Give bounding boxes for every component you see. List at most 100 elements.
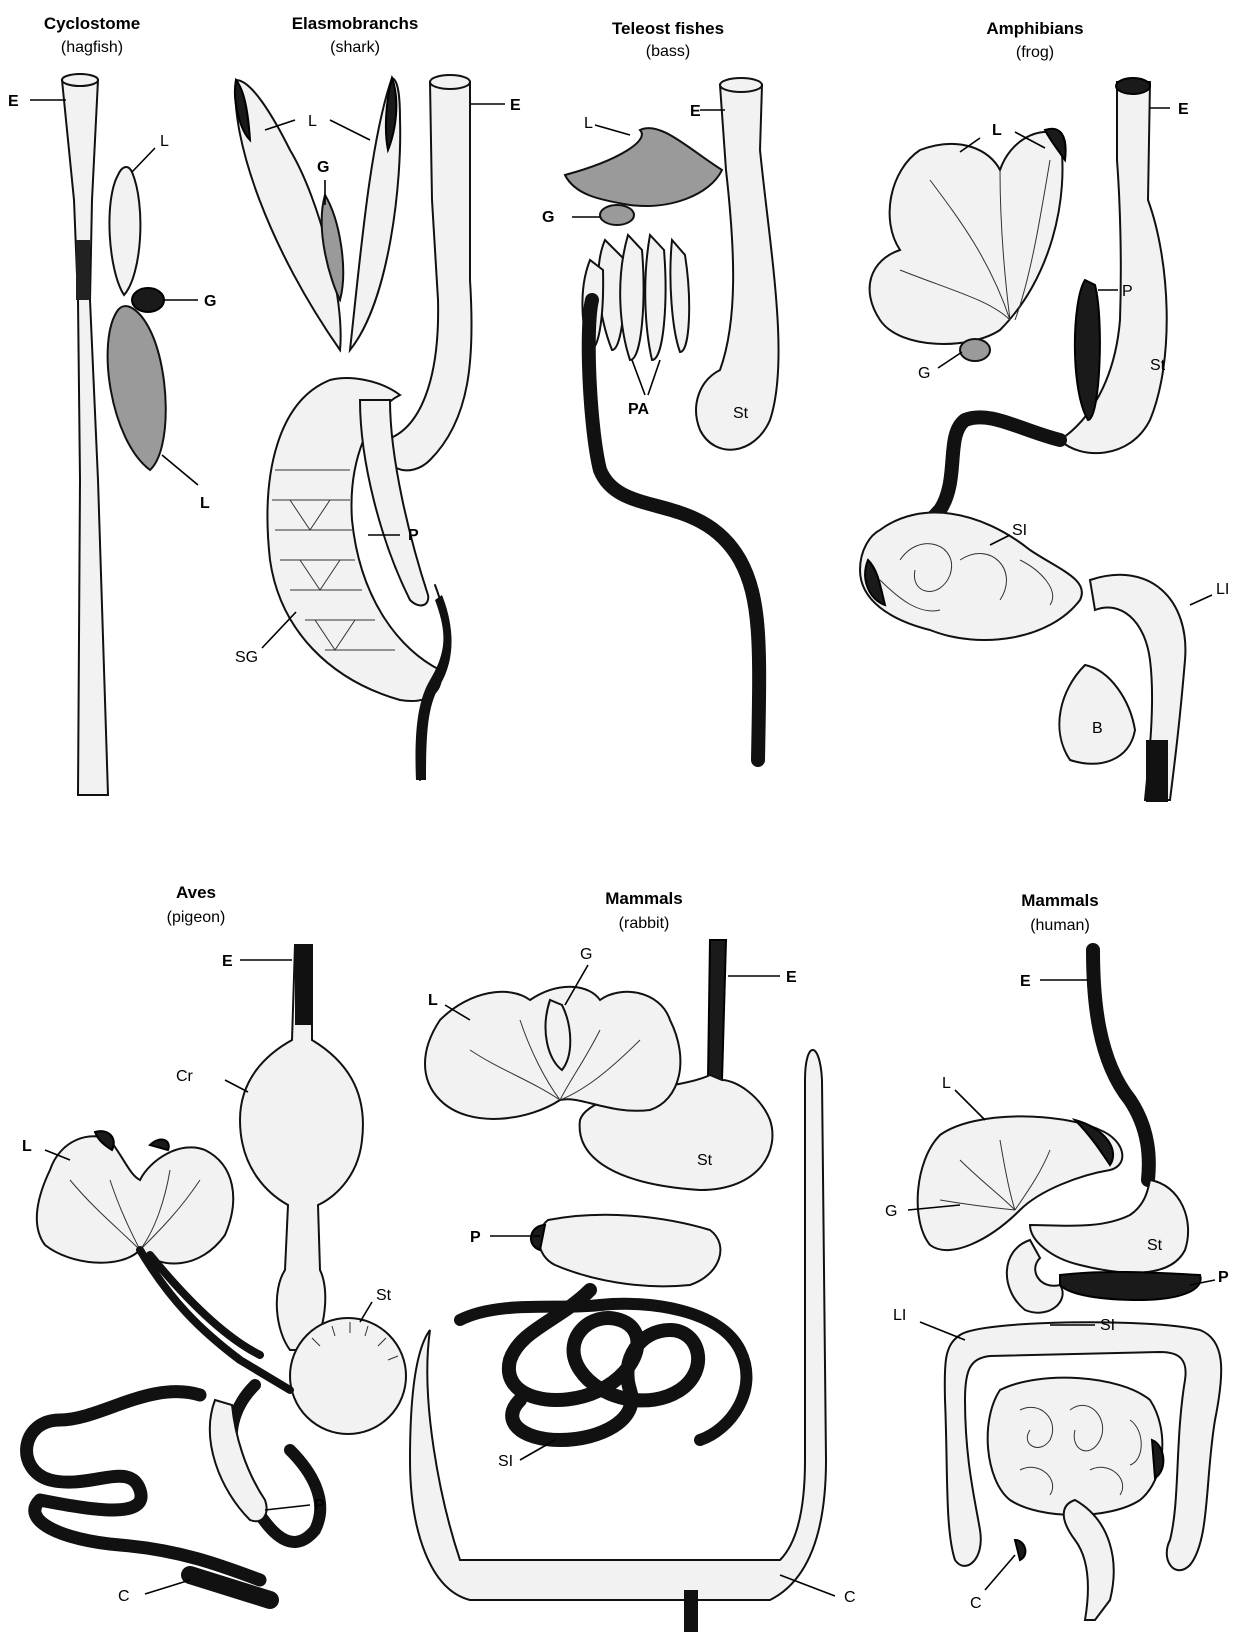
bass-liver [565,128,722,206]
label-large-intestine: LI [1216,581,1229,598]
hagfish-liver-upper [109,167,140,295]
label-esophagus: E [690,103,701,120]
label-liver: L [942,1075,951,1092]
label-gallbladder: G [204,293,216,310]
group-name: Mammals [1021,891,1098,910]
label-small-intestine: SI [498,1453,513,1470]
label-small-intestine: SI [1100,1317,1115,1334]
hagfish-esophagus-opening [62,74,98,86]
panel-title-rabbit: Mammals (rabbit) [605,889,682,932]
label-pancreas: P [1218,1269,1229,1286]
label-esophagus: E [786,969,797,986]
group-name: Mammals [605,889,682,908]
label-gallbladder: G [580,946,592,963]
species-name: (shark) [330,39,380,56]
label-esophagus: E [510,97,521,114]
species-name: (human) [1030,917,1090,934]
rabbit-rectum [684,1590,698,1632]
pigeon-esophagus-shading [295,945,312,1025]
label-esophagus: E [1178,101,1189,118]
shark-digestive-tract [235,75,472,780]
label-gallbladder: G [918,365,930,382]
hagfish-pointers: E L G L [8,93,216,512]
rabbit-digestive-tract [410,940,826,1632]
label-stomach: St [376,1287,392,1304]
human-pancreas [1060,1272,1201,1300]
species-name: (rabbit) [619,915,670,932]
panel-title-pigeon: Aves (pigeon) [167,883,226,926]
species-name: (frog) [1016,44,1054,61]
hagfish-esophagus-shading [76,240,90,300]
bass-esophagus-opening [720,78,762,92]
label-pancreas: P [408,527,419,544]
label-stomach: St [733,405,749,422]
label-gallbladder: G [317,159,329,176]
group-name: Aves [176,883,216,902]
group-name: Amphibians [986,19,1083,38]
label-esophagus: E [222,953,233,970]
group-name: Teleost fishes [612,19,724,38]
panel-title-shark: Elasmobranchs (shark) [292,14,419,56]
label-liver: L [308,113,317,130]
label-liver: L [584,115,593,132]
human-small-intestine [988,1378,1163,1515]
label-cecum: C [970,1595,982,1612]
human-stomach [1030,1180,1188,1273]
group-name: Elasmobranchs [292,14,419,33]
rabbit-esophagus [708,940,726,1080]
frog-digestive-tract [860,78,1185,802]
frog-bladder [1059,665,1135,764]
human-digestive-tract [918,950,1222,1620]
label-pancreas: P [314,1497,325,1514]
label-pancreas: P [1122,283,1133,300]
label-esophagus: E [8,93,19,110]
label-liver: L [160,133,169,150]
species-name: (hagfish) [61,39,123,56]
label-esophagus: E [1020,973,1031,990]
label-cecum: C [844,1589,856,1606]
frog-small-intestine [860,513,1082,640]
bass-esophagus-stomach [696,85,778,450]
label-stomach: St [1150,357,1166,374]
label-pancreas: P [470,1229,481,1246]
label-liver: L [200,495,210,512]
label-liver: L [22,1138,32,1155]
pigeon-bile-ducts [140,1250,290,1390]
label-liver: L [428,992,438,1009]
panel-title-bass: Teleost fishes (bass) [612,19,724,60]
human-rectum [1064,1500,1114,1620]
label-small-intestine: SI [1012,522,1027,539]
species-name: (pigeon) [167,909,226,926]
species-name: (bass) [646,43,690,60]
label-crop: Cr [176,1068,194,1085]
frog-esophagus-stomach [1060,82,1167,453]
hagfish-esophagus [62,80,108,795]
label-liver: L [992,122,1002,139]
bass-gallbladder [600,205,634,225]
label-gallbladder: G [885,1203,897,1220]
label-bladder: B [1092,720,1103,737]
label-pyloric-appendages: PA [628,401,649,418]
hagfish-gallbladder [132,288,164,312]
pigeon-gizzard [290,1318,406,1434]
label-cecum: C [118,1588,130,1605]
panel-title-frog: Amphibians (frog) [986,19,1083,61]
label-stomach: St [697,1152,713,1169]
shark-esophagus-opening [430,75,470,89]
label-stomach: St [1147,1237,1163,1254]
frog-pancreas [1075,280,1100,420]
hagfish-liver-lower [108,306,166,470]
frog-liver [870,132,1063,344]
hagfish-digestive-tract [62,74,166,795]
frog-gallbladder [960,339,990,361]
panel-title-hagfish: Cyclostome (hagfish) [44,14,140,56]
label-large-intestine: LI [893,1307,906,1324]
group-name: Cyclostome [44,14,140,33]
label-spiral-gut: SG [235,649,258,666]
pigeon-digestive-tract [27,945,406,1600]
label-gallbladder: G [542,209,554,226]
frog-esophagus-opening [1116,78,1150,94]
rabbit-pancreas [539,1215,720,1287]
human-appendix [1015,1540,1025,1560]
frog-cloaca [1146,740,1168,802]
